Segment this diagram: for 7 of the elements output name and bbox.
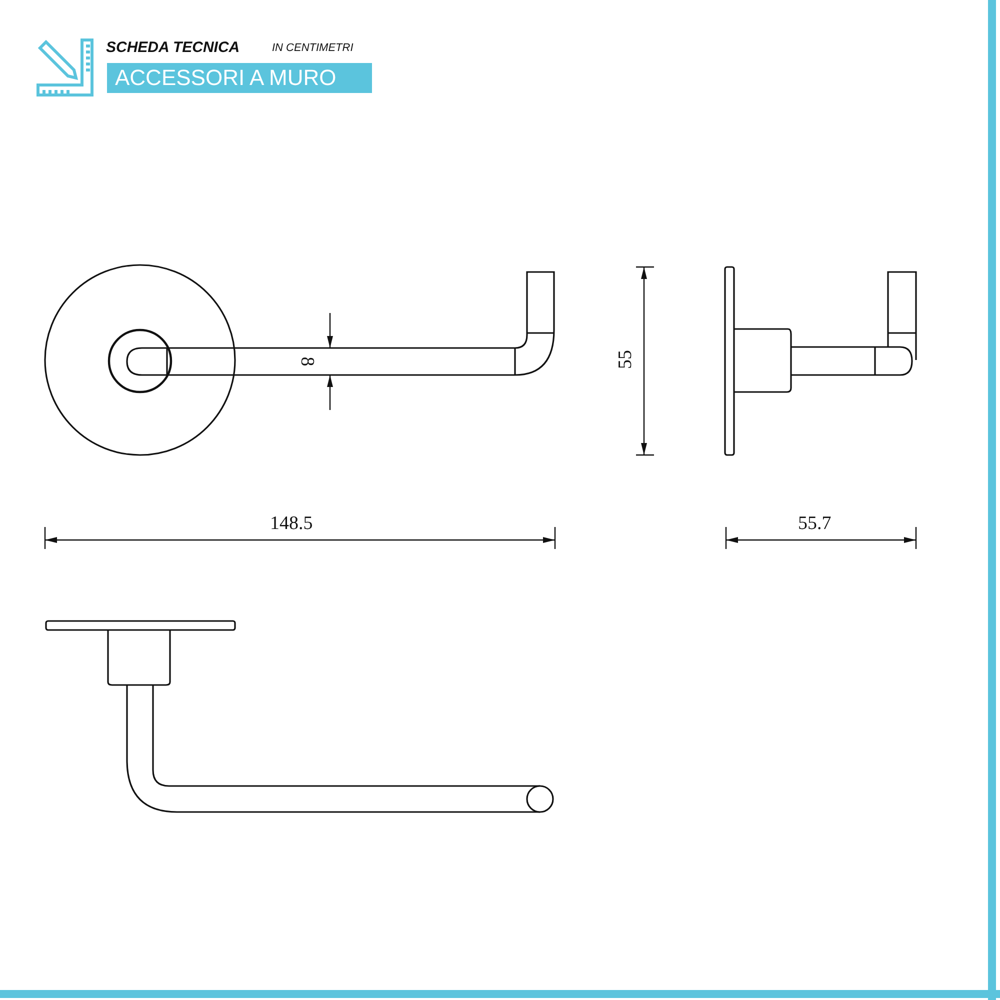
dimension-text: 55 [616,350,635,369]
units-note: IN CENTIMETRI [272,43,354,54]
dimension-text: 55.7 [798,514,832,533]
dimension-text: 148.5 [270,514,313,533]
sheet-title: SCHEDA TECNICA [106,40,240,55]
dimension-text: 8 [297,356,316,366]
section-heading: ACCESSORI A MURO [107,63,372,93]
